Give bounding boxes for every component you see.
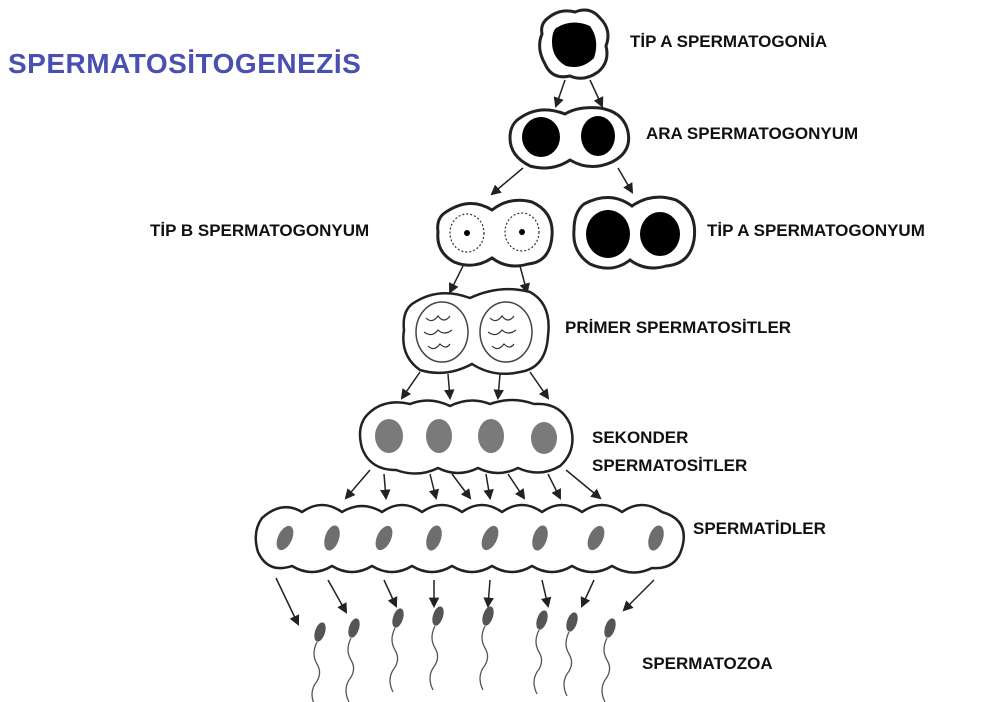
arrow [346,470,370,498]
label-tip-a-spermatogonia: TİP A SPERMATOGONİA [630,32,827,52]
spermatidler-cells [256,505,684,573]
spermatozoon-head [430,605,446,627]
arrow [384,580,396,606]
label-sekonder-line2: SPERMATOSİTLER [592,456,747,476]
arrow [624,580,654,610]
label-ara-spermatogonyum: ARA SPERMATOGONYUM [646,124,858,144]
ara-spermatogonyum-cells [510,108,629,168]
tip-a-spermatogonia-cell [540,10,608,78]
arrow [488,580,490,606]
spermatozoa-cells [276,578,654,702]
spermatozoon-tail [602,638,610,702]
spermatozoon-head [564,611,580,633]
spermatozoon-head [480,605,496,627]
label-tip-b-spermatogonyum: TİP B SPERMATOGONYUM [150,221,369,241]
arrow [618,168,632,192]
spermatozoon-head [312,621,328,643]
arrow [542,580,548,606]
spermatozoon-tail [312,642,320,702]
spermatozoon-tail [564,632,572,696]
sekonder-spermatositler-cells [360,400,572,474]
arrow [498,374,500,398]
arrow [402,372,420,398]
spermatozoon-head [346,617,362,639]
primer-spermatositler-cells [403,289,548,374]
arrow [530,372,548,398]
spermatozoon-tail [346,638,354,702]
spermatozoon-tail [430,626,438,690]
arrow [590,80,602,106]
arrow [448,374,450,398]
arrow [384,474,386,498]
spermatozoon-head [534,609,550,631]
spermatozoon-tail [480,626,488,690]
arrow [450,266,463,292]
arrow [452,474,470,498]
arrow [430,474,436,498]
label-tip-a-spermatogonyum: TİP A SPERMATOGONYUM [707,221,925,241]
spermatozoon-tail [534,630,542,694]
label-spermatidler: SPERMATİDLER [693,519,826,539]
tip-b-spermatogonyum-cells [438,200,553,266]
arrow [328,580,346,612]
spermatozoon-head [390,607,406,629]
arrow [556,80,565,106]
label-sekonder-line1: SEKONDER [592,428,688,448]
arrow [276,578,298,624]
arrow [486,474,490,498]
spermatozoon-tail [390,628,398,692]
arrow [582,580,594,606]
arrow [548,474,560,498]
spermatozoon-head [602,617,618,639]
label-spermatozoa: SPERMATOZOA [642,654,773,674]
arrow [492,168,523,194]
arrow [508,474,524,498]
label-primer-spermatositler: PRİMER SPERMATOSİTLER [565,318,791,338]
arrow [520,266,527,292]
tip-a-spermatogonyum-cells [574,197,695,268]
